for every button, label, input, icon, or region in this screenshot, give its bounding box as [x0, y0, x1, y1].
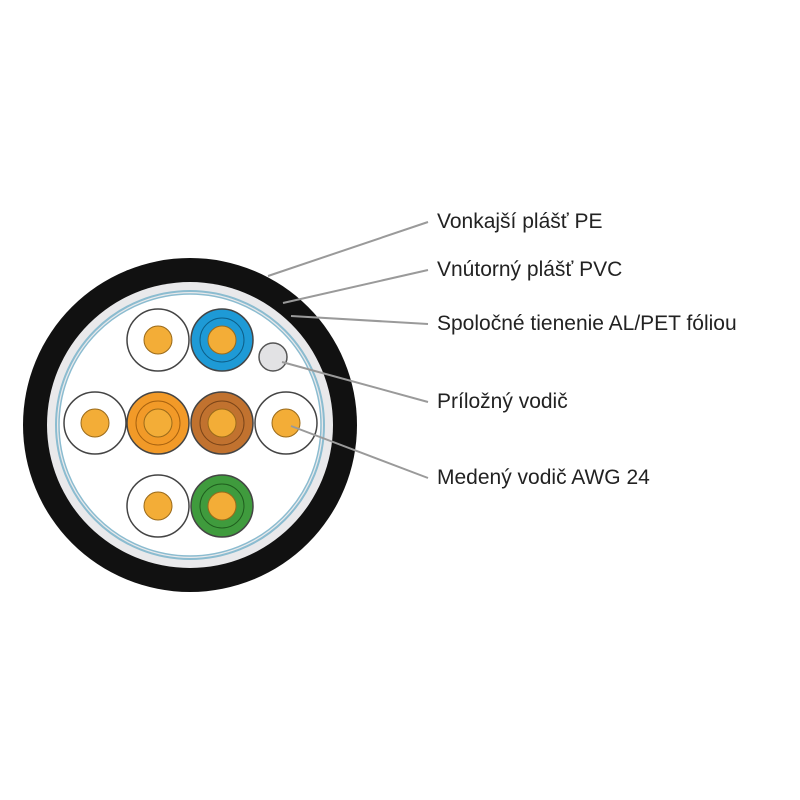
conductor-white-bottom: [126, 474, 190, 538]
label-drain-wire: Príložný vodič: [437, 390, 568, 413]
leader-line-shield: [290, 315, 429, 325]
label-copper-conductor: Medený vodič AWG 24: [437, 466, 650, 489]
leader-line-drain-wire: [281, 361, 429, 403]
conductor-green: [190, 474, 254, 538]
conductor-brown: [190, 391, 254, 455]
label-shield: Spoločné tienenie AL/PET fóliou: [437, 312, 737, 335]
label-inner-sheath: Vnútorný plášť PVC: [437, 258, 623, 281]
shield-ring-outer: [55, 290, 325, 560]
leader-line-inner-sheath: [282, 269, 429, 304]
conductor-blue: [190, 308, 254, 372]
leader-line-outer-sheath: [267, 221, 429, 277]
conductor-white-orange-top: [126, 308, 190, 372]
leader-line-copper-conductor: [290, 425, 429, 479]
drain-wire: [258, 342, 288, 372]
conductor-white-right: [254, 391, 318, 455]
label-outer-sheath: Vonkajší plášť PE: [437, 210, 603, 233]
conductor-orange: [126, 391, 190, 455]
conductor-white-left: [63, 391, 127, 455]
shield-ring-inner: [58, 293, 322, 557]
